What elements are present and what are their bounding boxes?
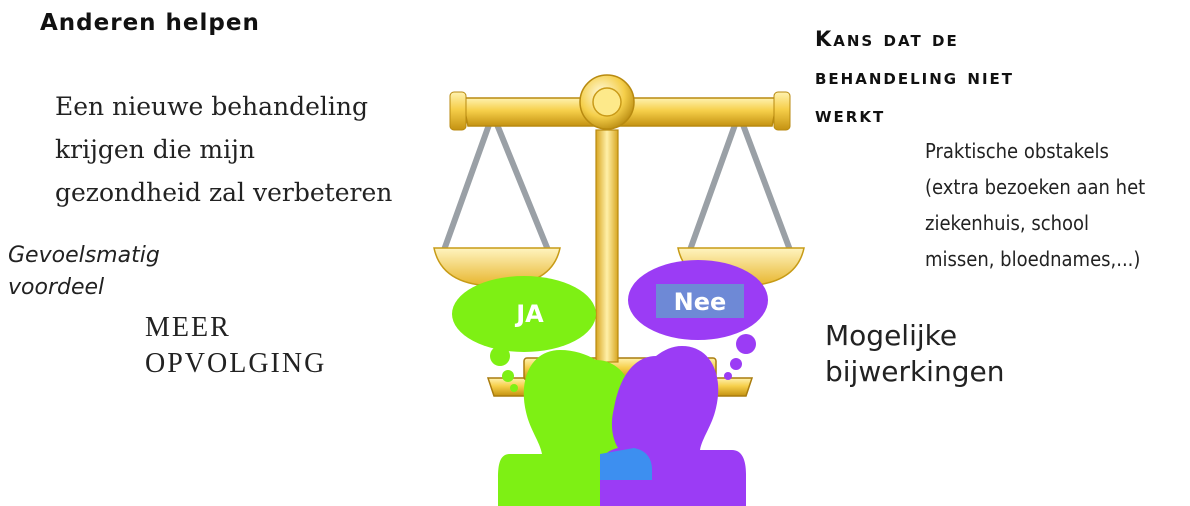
silhouette-overlap xyxy=(600,448,652,480)
scale-chains xyxy=(441,119,793,253)
more-followup-text: MEER OPVOLGING xyxy=(145,312,327,379)
practical-obstacles-text: Praktische obstakels (extra bezoeken aan… xyxy=(925,139,1146,271)
helping-others-label: Anderen helpen xyxy=(40,10,260,36)
scale-pillar xyxy=(595,129,619,363)
yes-label: JA xyxy=(514,300,544,328)
new-treatment-benefit-text: Een nieuwe behandeling krijgen die mijn … xyxy=(55,92,393,207)
yes-thought-bubble xyxy=(452,276,596,392)
balance-scale-illustration: JA Nee xyxy=(433,74,805,506)
no-thought-bubble xyxy=(628,260,768,380)
emotional-benefit-text: Gevoelsmatig voordeel xyxy=(8,243,160,300)
scale-beam xyxy=(449,74,791,131)
no-label: Nee xyxy=(674,288,727,316)
possible-side-effects-text: Mogelijke bijwerkingen xyxy=(825,319,1005,388)
treatment-may-not-work-title: Kans dat de behandeling niet werkt xyxy=(815,27,1015,127)
